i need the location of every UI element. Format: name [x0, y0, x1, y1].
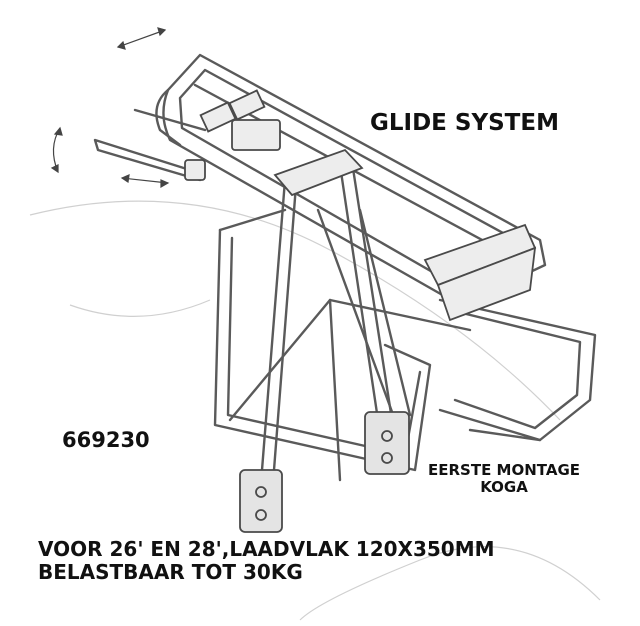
- article-number: 669230: [62, 428, 150, 452]
- specifications: VOOR 26' EN 28',LAADVLAK 120X350MM BELAS…: [38, 538, 495, 584]
- mounting-note-line1: EERSTE MONTAGE: [427, 461, 580, 479]
- mounting-note-line2: KOGA: [480, 478, 528, 497]
- diagram-title: GLIDE SYSTEM: [370, 110, 559, 136]
- mounting-brackets: [239, 411, 410, 533]
- motion-arrows: [50, 27, 170, 189]
- spec-line1: VOOR 26' EN 28',LAADVLAK 120X350MM: [38, 537, 495, 561]
- wheel-arcs: [29, 200, 601, 621]
- spec-line2: BELASTBAAR TOT 30KG: [38, 560, 303, 584]
- glide-clamps: [184, 89, 537, 322]
- mounting-note: EERSTE MONTAGE KOGA: [398, 461, 610, 497]
